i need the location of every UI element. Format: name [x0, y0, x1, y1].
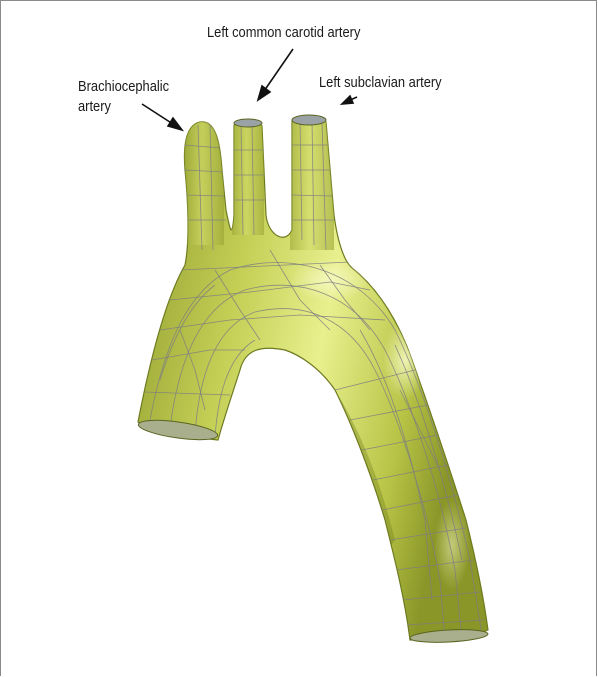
- label-left-common-carotid-artery: Left common carotid artery: [207, 24, 360, 42]
- label-brachiocephalic-line2: artery: [78, 98, 111, 116]
- label-brachiocephalic-line1: Brachiocephalic: [78, 78, 169, 96]
- label-left-subclavian-artery: Left subclavian artery: [319, 74, 442, 92]
- arrow-left-common-carotid: [262, 49, 293, 94]
- arrowhead-left-subclavian: [342, 96, 353, 104]
- arrowhead-left-common-carotid: [258, 86, 270, 100]
- left-common-carotid-opening: [234, 119, 262, 127]
- arrowhead-brachiocephalic: [168, 118, 182, 130]
- left-subclavian-opening: [292, 115, 326, 125]
